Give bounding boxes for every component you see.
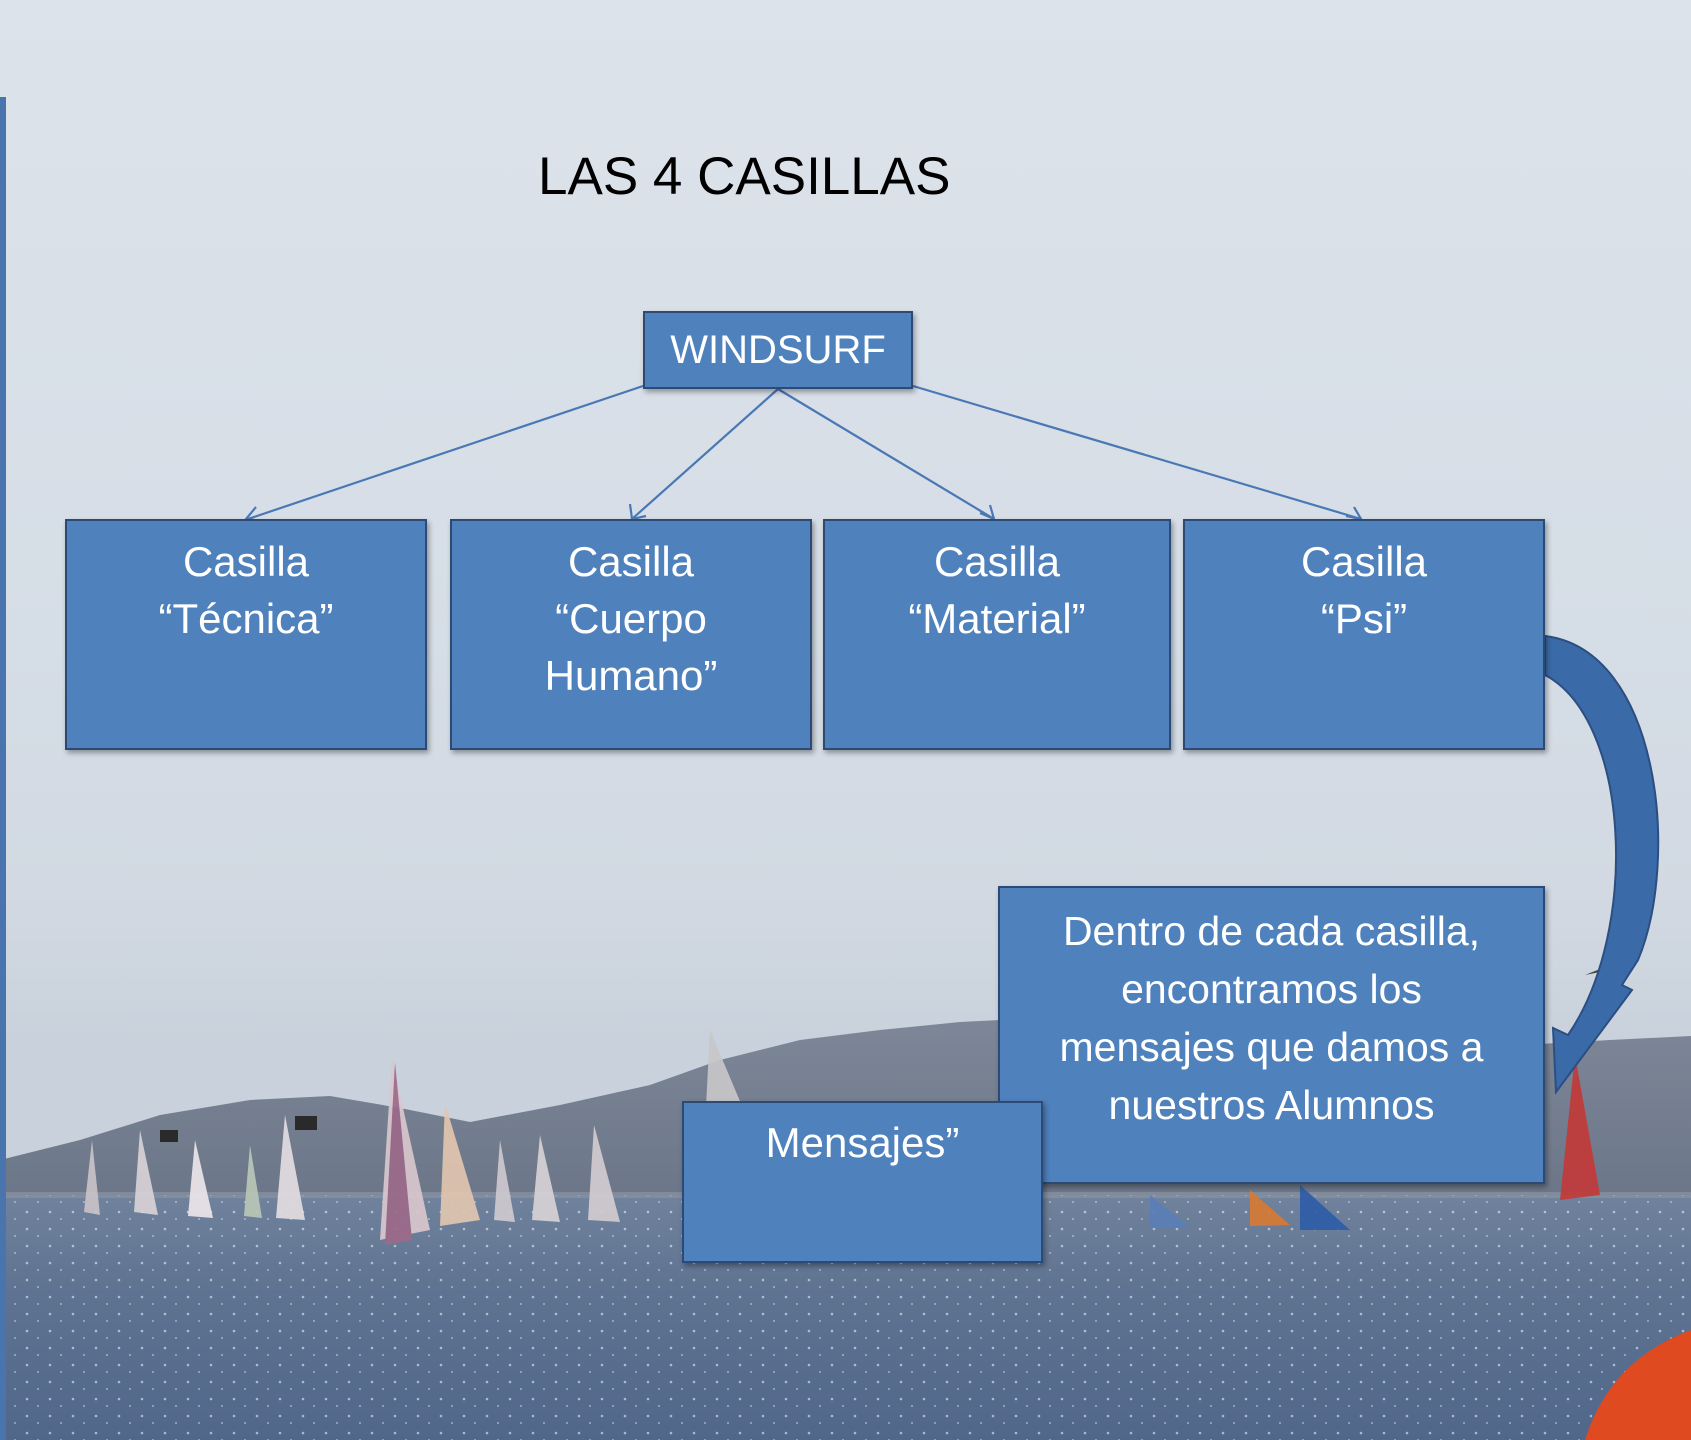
- dentro-line2: encontramos los: [1121, 966, 1422, 1012]
- casilla-cuerpo-humano-box: Casilla “Cuerpo Humano”: [450, 519, 812, 750]
- casilla-tecnica-line1: Casilla: [182, 538, 310, 585]
- root-node-windsurf: WINDSURF: [643, 311, 913, 389]
- casilla-material-box: Casilla “Material”: [823, 519, 1171, 750]
- casilla-tecnica-box: Casilla “Técnica”: [65, 519, 427, 750]
- page-title: LAS 4 CASILLAS: [538, 147, 951, 206]
- dentro-line4: nuestros Alumnos: [1108, 1082, 1435, 1128]
- dentro-de-cada-casilla-box: Dentro de cada casilla, encontramos los …: [998, 886, 1545, 1184]
- casilla-psi-box: Casilla “Psi”: [1183, 519, 1545, 750]
- casilla-material-line1: Casilla: [933, 538, 1061, 585]
- casilla-cuerpo-line2: “Cuerpo: [555, 595, 707, 642]
- casilla-material-line2: “Material”: [908, 595, 1086, 642]
- casilla-cuerpo-line3: Humano”: [544, 652, 718, 699]
- casilla-psi-line2: “Psi”: [1320, 595, 1408, 642]
- casilla-psi-line1: Casilla: [1300, 538, 1428, 585]
- mensajes-box: Mensajes”: [682, 1101, 1043, 1263]
- dentro-line3: mensajes que damos a: [1059, 1024, 1484, 1070]
- left-accent-bar: [0, 97, 6, 1440]
- casilla-tecnica-line2: “Técnica”: [158, 595, 334, 642]
- dentro-line1: Dentro de cada casilla,: [1062, 908, 1481, 954]
- casilla-cuerpo-line1: Casilla: [567, 538, 695, 585]
